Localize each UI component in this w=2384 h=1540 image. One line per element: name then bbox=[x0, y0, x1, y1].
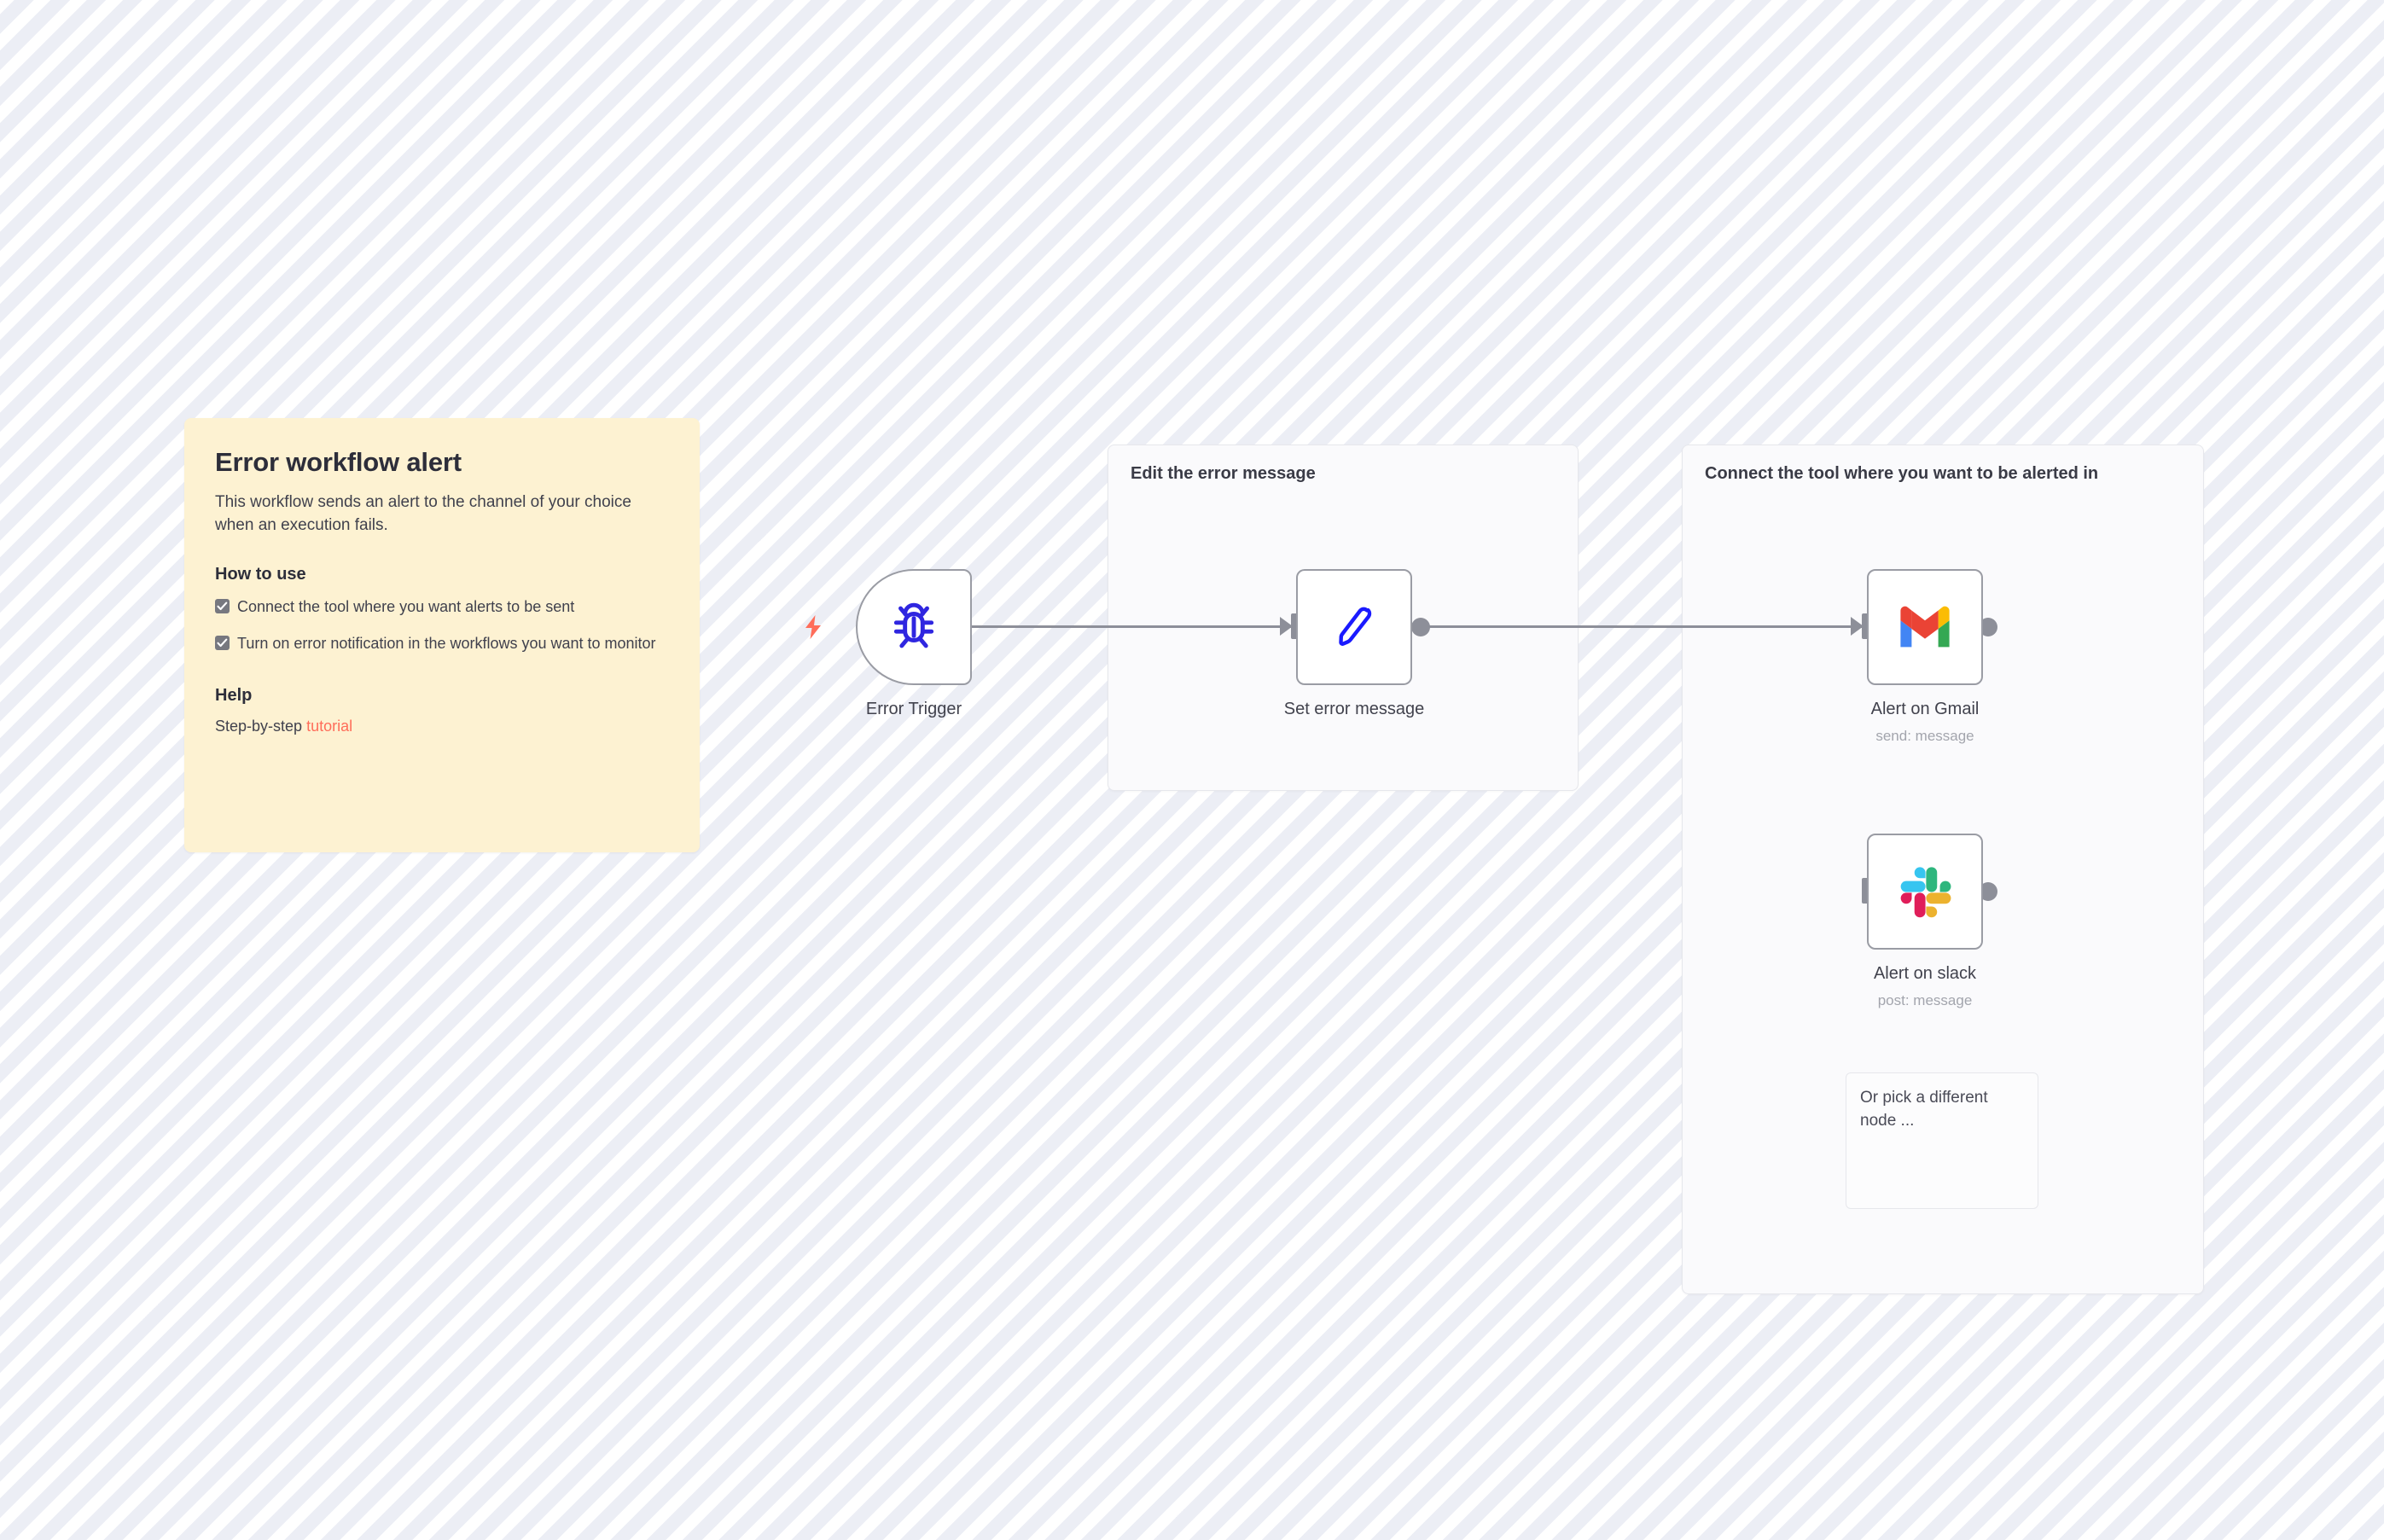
pick-different-node-text: Or pick a different node ... bbox=[1860, 1089, 1988, 1130]
help-text: Step-by-step tutorial bbox=[215, 718, 669, 735]
sticky-note-title: Edit the error message bbox=[1131, 464, 1316, 483]
checkbox-checked-icon bbox=[215, 598, 230, 613]
sticky-note-title: Error workflow alert bbox=[215, 447, 462, 477]
node-label-alert-on-slack: Alert on slack bbox=[1873, 964, 1977, 983]
node-sublabel-alert-on-slack: post: message bbox=[1877, 992, 1973, 1008]
connector-arrow-set-error-message bbox=[1280, 617, 1293, 636]
node-set-error-message[interactable] bbox=[1296, 569, 1412, 685]
node-label-set-error-message: Set error message bbox=[1283, 700, 1425, 718]
node-alert-on-gmail[interactable] bbox=[1867, 569, 1983, 685]
gmail-icon bbox=[1900, 606, 1950, 648]
connection-line-set-to-gmail bbox=[1420, 625, 1864, 628]
help-text-prefix: Step-by-step bbox=[215, 718, 307, 735]
sticky-note-overview[interactable]: Error workflow alert This workflow sends… bbox=[184, 418, 700, 852]
checklist-item: Connect the tool where you want alerts t… bbox=[215, 596, 669, 619]
help-heading: Help bbox=[215, 686, 253, 706]
tutorial-link[interactable]: tutorial bbox=[306, 718, 353, 735]
connector-output-alert-on-slack[interactable] bbox=[1979, 882, 1997, 901]
checklist-item-label: Turn on error notification in the workfl… bbox=[237, 635, 656, 653]
pencil-icon bbox=[1339, 607, 1372, 646]
checklist-item-label: Connect the tool where you want alerts t… bbox=[237, 597, 575, 615]
node-label-alert-on-gmail: Alert on Gmail bbox=[1870, 700, 1980, 718]
connector-output-set-error-message[interactable] bbox=[1411, 618, 1430, 636]
pick-different-node-placeholder[interactable]: Or pick a different node ... bbox=[1846, 1072, 2038, 1209]
sticky-note-description: This workflow sends an alert to the chan… bbox=[215, 493, 631, 534]
connection-line-trigger-to-set bbox=[959, 625, 1294, 628]
checklist-item: Turn on error notification in the workfl… bbox=[215, 633, 669, 655]
node-error-trigger[interactable] bbox=[856, 569, 972, 685]
lightning-bolt-glyph bbox=[805, 615, 821, 639]
bug-icon bbox=[893, 602, 934, 648]
trigger-bolt-icon bbox=[802, 614, 824, 640]
node-alert-on-slack[interactable] bbox=[1867, 834, 1983, 950]
connector-output-alert-on-gmail[interactable] bbox=[1979, 618, 1997, 636]
slack-icon bbox=[1900, 867, 1951, 918]
sticky-note-title: Connect the tool where you want to be al… bbox=[1705, 464, 2099, 483]
checkbox-checked-icon bbox=[215, 636, 230, 651]
node-label-error-trigger: Error Trigger bbox=[865, 700, 962, 718]
how-to-use-heading: How to use bbox=[215, 564, 306, 584]
node-sublabel-alert-on-gmail: send: message bbox=[1875, 728, 1974, 744]
connector-arrow-alert-on-gmail bbox=[1851, 617, 1864, 636]
